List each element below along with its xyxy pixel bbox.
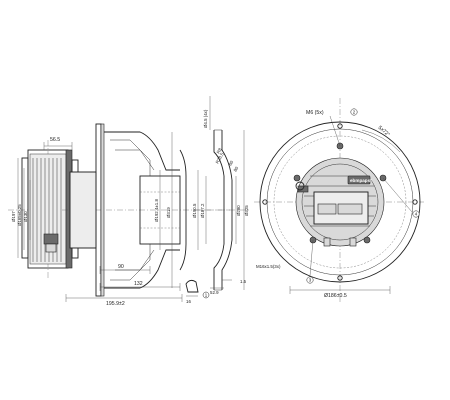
dim-phi187-2: Ø187.2 [200, 203, 205, 218]
dim-132: 132 [134, 281, 143, 287]
dim-phi165: Ø165±0.25 [17, 204, 22, 226]
dim-phi130: Ø130 [23, 211, 28, 222]
outer-rim [259, 121, 421, 283]
middle-section-view: Ø192.4±1.8 Ø319 90 132 195.9±2 16 1 [62, 123, 230, 307]
dim-90: 90 [118, 264, 124, 270]
dim-60: 60 [228, 159, 235, 166]
dim-phi186: Ø186±0.5 [324, 293, 347, 299]
dim-phi192-4: Ø192.4±1.8 [154, 199, 159, 222]
dim-phi319: Ø319 [166, 207, 171, 218]
cable-gland-left [43, 233, 59, 245]
bracket-detail [185, 279, 199, 293]
dim-52-9: 52.9 [210, 290, 219, 295]
dim-56-5: 56.5 [50, 137, 60, 143]
dim-1-5: 1.5 [240, 279, 247, 284]
dim-16: 16 [186, 299, 191, 304]
dim-r8: R8 [216, 147, 223, 155]
callout-3-label: 3 [309, 278, 312, 283]
dim-phi280: Ø280 [236, 205, 241, 216]
brand-label: ebmpapst [350, 178, 372, 183]
left-motor-view: 56.5 Ø197 Ø165±0.25 Ø130 [8, 137, 92, 280]
dim-phi325: Ø325 [244, 205, 249, 216]
inlet-nozzle-view: Ø190.5 Ø187.2 Ø4.5 (4x) R8 R28.5 60 80 Ø… [192, 96, 250, 295]
front-view: ebmpapst M6 (5x) 2 5x72° 4 3 M16x1.5(3x)… [254, 98, 424, 302]
dim-phi4-5: Ø4.5 (4x) [203, 109, 208, 128]
bolt-circle [273, 135, 407, 269]
callout-2 [350, 108, 358, 116]
callout-1-label: 1 [205, 293, 208, 298]
dim-phi190-5: Ø190.5 [192, 203, 197, 218]
dim-195-9: 195.9±2 [106, 301, 125, 307]
callout-4-label: 4 [415, 212, 418, 217]
callout-1 [202, 291, 210, 299]
callout-3 [306, 276, 314, 284]
dim-80: 80 [233, 165, 240, 172]
dim-r28-5: R28.5 [215, 151, 225, 164]
callout-2-label: 2 [353, 110, 356, 115]
dim-m16: M16x1.5(3x) [256, 264, 281, 269]
dim-m6: M6 (5x) [306, 110, 324, 116]
dim-phi197: Ø197 [11, 211, 16, 222]
brand-label-box [347, 175, 371, 185]
callout-4 [412, 210, 420, 218]
